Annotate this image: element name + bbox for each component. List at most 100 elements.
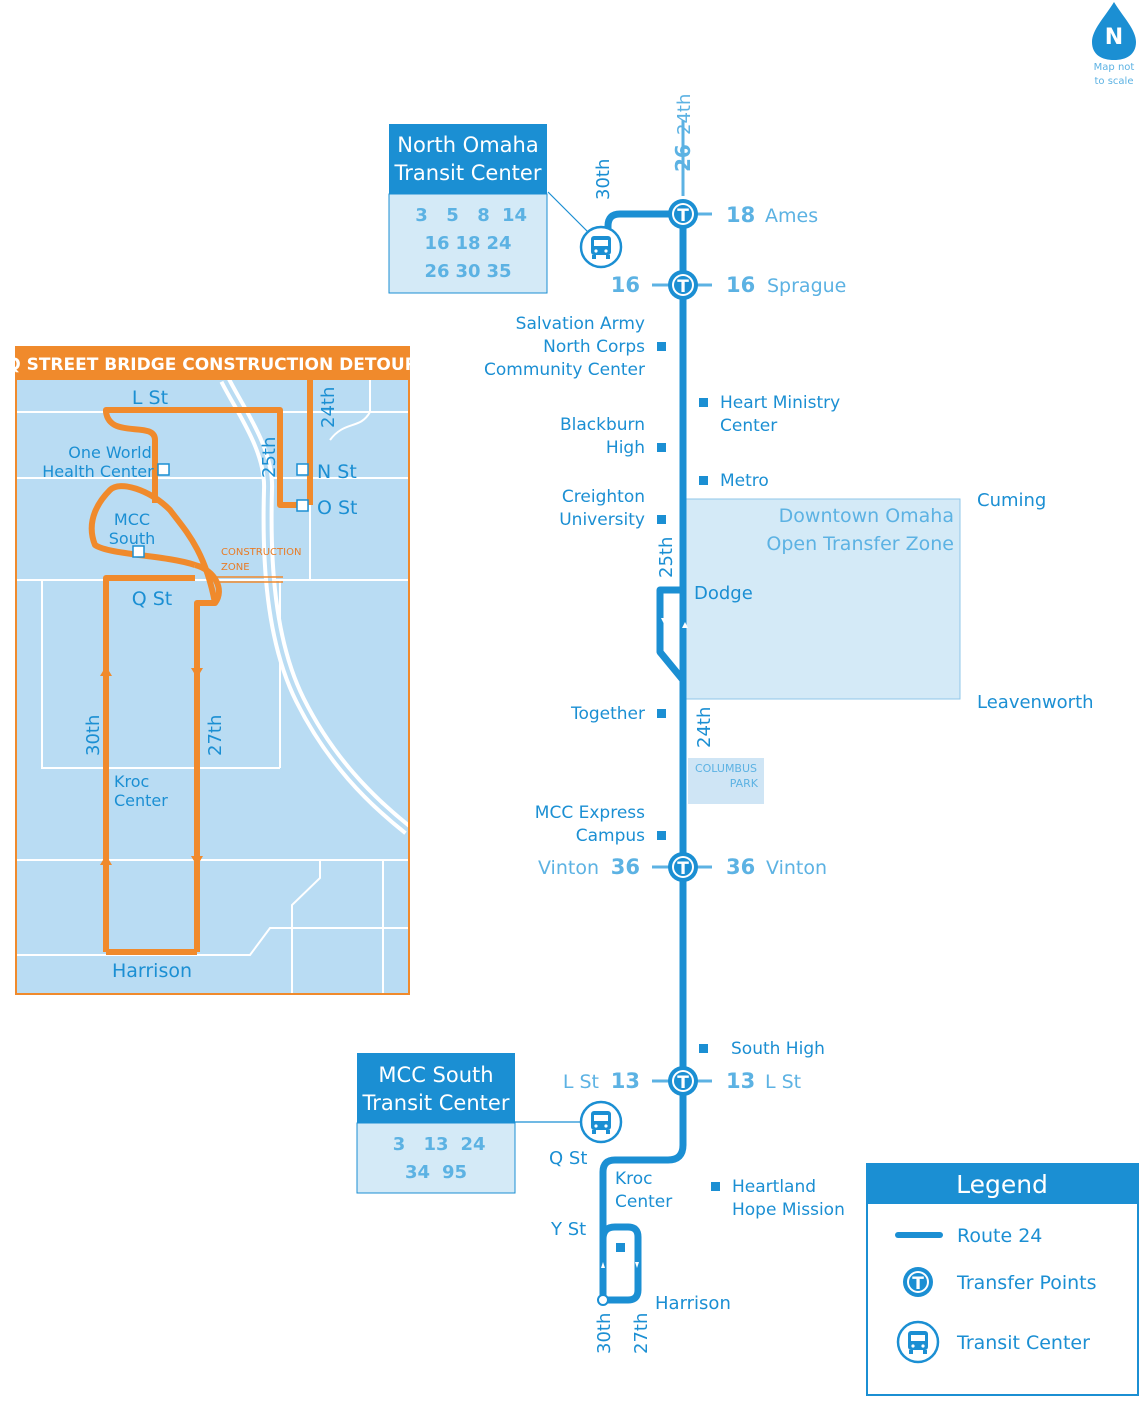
street-leavenworth: Leavenworth xyxy=(977,692,1094,713)
transfer-point-ames[interactable]: T xyxy=(668,199,698,229)
route-number: 24 xyxy=(486,233,511,254)
downtown-transfer-zone xyxy=(685,498,961,700)
vinton-left-name: Vinton xyxy=(538,857,599,879)
north-arrow-icon: N xyxy=(1092,2,1136,60)
legend: Legend Route 24 T Transfer Points Transi… xyxy=(866,1163,1139,1396)
stop-heart-ministry[interactable]: Heart Ministry Center xyxy=(720,393,840,436)
legend-transfer-icon: T xyxy=(903,1267,933,1297)
l-st-right-route: 13 xyxy=(726,1069,755,1093)
svg-text:Blackburn: Blackburn xyxy=(560,415,645,435)
stop-mcc-express[interactable]: MCC Express Campus xyxy=(535,803,645,846)
detour-mcc-south-line2: South xyxy=(109,529,156,548)
stop-heartland-hope[interactable]: Heartland Hope Mission xyxy=(732,1177,845,1220)
stop-together[interactable]: Together xyxy=(570,704,645,724)
north-letter: N xyxy=(1105,25,1123,50)
svg-text:University: University xyxy=(559,510,645,530)
south-tc-routes-box xyxy=(356,1122,516,1194)
detour-n-st: N St xyxy=(317,461,357,483)
stop-kroc-center[interactable]: Kroc Center xyxy=(615,1169,672,1212)
detour-direction-arrows xyxy=(100,666,203,866)
detour-harrison: Harrison xyxy=(112,960,192,982)
route-number: 95 xyxy=(442,1162,467,1183)
ames-route: 18 xyxy=(726,203,755,227)
route-number: 14 xyxy=(502,205,527,226)
north-tc-title-line2: Transit Center xyxy=(394,161,542,185)
detour-one-world-line2: Health Center xyxy=(42,462,154,481)
ames-name: Ames xyxy=(765,205,818,227)
north-tc-header xyxy=(389,124,547,194)
svg-text:Campus: Campus xyxy=(576,826,645,846)
svg-text:T: T xyxy=(677,277,689,297)
south-tc-title-line1: MCC South xyxy=(378,1063,493,1087)
route-number: 13 xyxy=(423,1134,448,1155)
l-st-left-route: 13 xyxy=(611,1069,640,1093)
street-harrison: Harrison xyxy=(655,1293,731,1314)
detour-25th: 25th xyxy=(259,437,280,478)
columbus-park-line1: COLUMBUS xyxy=(695,762,757,775)
stop-metro[interactable]: Metro xyxy=(720,471,769,491)
stop-south-high[interactable]: South High xyxy=(731,1039,825,1059)
north-tc-title-line1: North Omaha xyxy=(397,133,538,157)
detour-one-world-line1: One World xyxy=(68,443,152,462)
route-number: 3 xyxy=(393,1134,406,1155)
route-26-label: 26 xyxy=(671,144,695,172)
route-number: 5 xyxy=(446,205,459,226)
north-tc-routes-box xyxy=(388,193,548,294)
svg-text:Center: Center xyxy=(615,1192,672,1212)
cross-street-ticks xyxy=(652,120,712,1083)
street-30th-top: 30th xyxy=(593,159,614,200)
scale-note-line1: Map not xyxy=(1094,62,1135,73)
transfer-point-l-st[interactable]: T xyxy=(668,1066,698,1096)
downtown-zone-line2: Open Transfer Zone xyxy=(766,533,954,555)
stop-markers xyxy=(616,342,720,1252)
stop-blackburn[interactable]: Blackburn High xyxy=(560,415,645,458)
sprague-right-route: 16 xyxy=(726,273,755,297)
columbus-park xyxy=(688,758,764,804)
l-st-left-name: L St xyxy=(563,1071,599,1093)
street-30th-bottom: 30th xyxy=(594,1313,615,1354)
mcc-south-transit-center-icon[interactable] xyxy=(579,1100,623,1144)
svg-text:Salvation Army: Salvation Army xyxy=(516,314,645,334)
route-number: 34 xyxy=(405,1162,430,1183)
route-number: 8 xyxy=(477,205,490,226)
legend-title: Legend xyxy=(956,1170,1048,1199)
detour-27th: 27th xyxy=(205,715,226,756)
transfer-point-sprague[interactable]: T xyxy=(668,270,698,300)
detour-q-st: Q St xyxy=(132,588,173,610)
legend-transit-center-label: Transit Center xyxy=(956,1332,1090,1354)
svg-text:Community Center: Community Center xyxy=(484,360,645,380)
transfer-point-vinton[interactable]: T xyxy=(668,852,698,882)
street-q-st: Q St xyxy=(549,1148,587,1169)
detour-o-st: O St xyxy=(317,497,358,519)
detour-kroc-line2: Center xyxy=(114,791,168,810)
route-number: 35 xyxy=(486,261,511,282)
stop-salvation-army[interactable]: Salvation Army North Corps Community Cen… xyxy=(484,314,645,380)
stop-creighton[interactable]: Creighton University xyxy=(559,487,645,530)
route-number: 16 xyxy=(424,233,449,254)
detour-mcc-south-line1: MCC xyxy=(114,510,150,529)
columbus-park-line2: PARK xyxy=(730,777,759,790)
detour-construction-line1: CONSTRUCTION xyxy=(221,547,301,558)
route-number: 26 xyxy=(424,261,449,282)
north-tc-leader xyxy=(547,191,591,235)
sprague-name: Sprague xyxy=(767,275,846,297)
vinton-left-route: 36 xyxy=(611,855,640,879)
svg-text:T: T xyxy=(677,859,689,879)
detour-construction-line2: ZONE xyxy=(221,562,250,573)
downtown-zone-line1: Downtown Omaha xyxy=(779,505,954,527)
svg-text:MCC Express: MCC Express xyxy=(535,803,645,823)
street-24th-top: 24th xyxy=(674,94,695,135)
detour-l-st: L St xyxy=(132,387,168,409)
street-dodge: Dodge xyxy=(694,583,753,604)
sprague-left-route: 16 xyxy=(611,273,640,297)
scale-note-line2: to scale xyxy=(1095,76,1134,87)
svg-text:Heart Ministry: Heart Ministry xyxy=(720,393,840,413)
street-y-st: Y St xyxy=(550,1219,586,1240)
south-tc-title-line2: Transit Center xyxy=(362,1091,510,1115)
detour-stop-icons xyxy=(132,463,309,558)
svg-text:Center: Center xyxy=(720,416,777,436)
detour-30th: 30th xyxy=(83,715,104,756)
north-transit-center-icon[interactable] xyxy=(579,225,623,269)
svg-text:T: T xyxy=(677,206,689,226)
